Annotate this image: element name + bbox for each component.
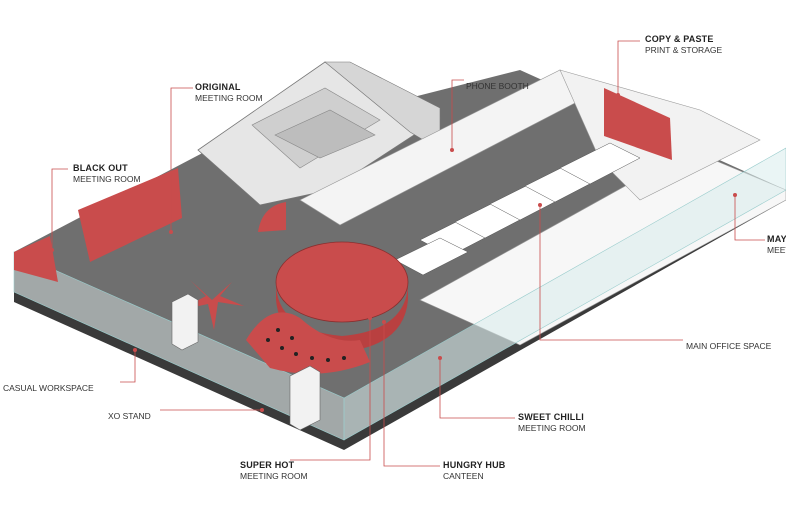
label-copy-paste-sub: PRINT & STORAGE: [645, 45, 723, 56]
label-super-hot: SUPER HOT MEETING ROOM: [240, 460, 308, 482]
label-original: ORIGINAL MEETING ROOM: [195, 82, 263, 104]
label-hungry-hub: HUNGRY HUB CANTEEN: [443, 460, 506, 482]
label-original-sub: MEETING ROOM: [195, 93, 263, 104]
label-casual-workspace: CASUAL WORKSPACE: [3, 377, 94, 397]
canteen-seating: [246, 312, 370, 374]
label-phone-booth-text: PHONE BOOTH: [466, 81, 529, 91]
label-sweet-chilli-title: SWEET CHILLI: [518, 412, 584, 422]
red-curved-wall: [258, 202, 286, 232]
label-phone-booth: PHONE BOOTH: [466, 75, 529, 95]
label-original-title: ORIGINAL: [195, 82, 241, 92]
label-main-office-text: MAIN OFFICE SPACE: [686, 341, 772, 351]
label-mayo: MAYO MEETI: [767, 234, 786, 256]
label-mayo-title: MAYO: [767, 234, 786, 244]
leader-lines: [51, 40, 765, 467]
label-hungry-hub-sub: CANTEEN: [443, 471, 484, 482]
desk-clusters: [394, 142, 641, 276]
label-casual-workspace-text: CASUAL WORKSPACE: [3, 383, 94, 393]
copy-paste-room: [604, 88, 672, 160]
label-black-out-title: BLACK OUT: [73, 163, 128, 173]
label-black-out-sub: MEETING ROOM: [73, 174, 141, 185]
label-xo-stand: XO STAND: [108, 405, 151, 425]
label-hungry-hub-title: HUNGRY HUB: [443, 460, 506, 470]
label-super-hot-title: SUPER HOT: [240, 460, 295, 470]
label-sweet-chilli-sub: MEETING ROOM: [518, 423, 586, 434]
xo-stand: [289, 365, 321, 431]
label-copy-paste-title: COPY & PASTE: [645, 34, 714, 44]
label-copy-paste: COPY & PASTE PRINT & STORAGE: [645, 34, 722, 56]
building-slab: [14, 190, 786, 450]
label-mayo-sub: MEETI: [767, 245, 786, 256]
label-main-office: MAIN OFFICE SPACE: [686, 335, 771, 355]
propeller-sculpture: [180, 280, 244, 330]
label-sweet-chilli: SWEET CHILLI MEETING ROOM: [518, 412, 586, 434]
label-xo-stand-text: XO STAND: [108, 411, 151, 421]
hungry-hub-top: [275, 241, 409, 323]
black-out-room: [78, 168, 182, 262]
label-super-hot-sub: MEETING ROOM: [240, 471, 308, 482]
label-black-out: BLACK OUT MEETING ROOM: [73, 163, 141, 185]
